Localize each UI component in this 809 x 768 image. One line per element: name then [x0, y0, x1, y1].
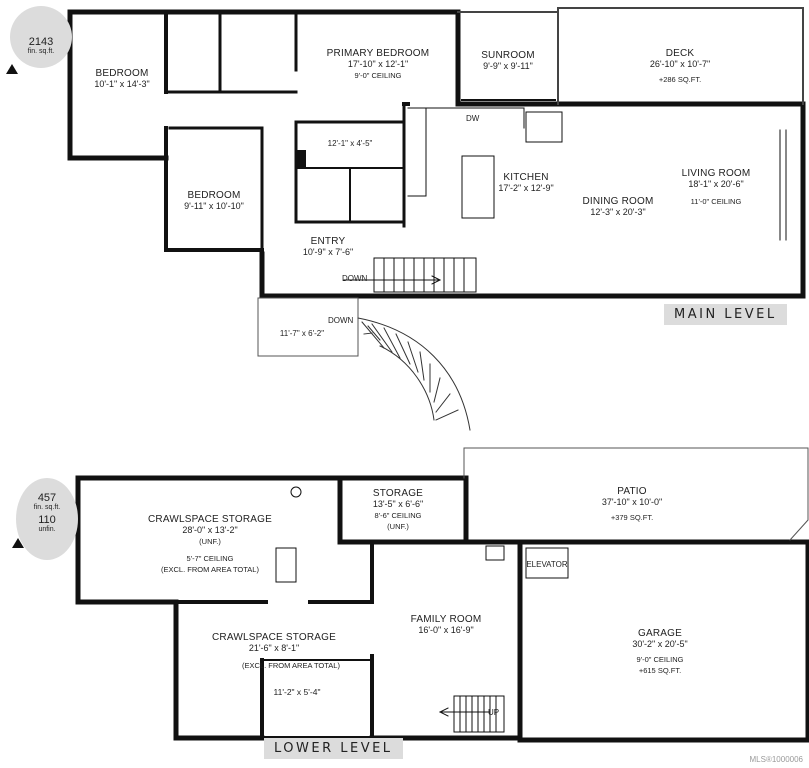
room-crawlspace-2: CRAWLSPACE STORAGE 21'-6" x 8'-1" (EXCL.… — [211, 632, 340, 697]
stair-down-label-2: DOWN — [328, 316, 354, 325]
north-arrow-icon — [6, 64, 18, 74]
room-crawlspace-1: CRAWLSPACE STORAGE 28'-0" x 13'-2" (UNF.… — [148, 514, 272, 574]
stair-up-label: UP — [488, 708, 500, 717]
room-family: FAMILY ROOM 16'-0" x 16'-9" — [410, 614, 482, 635]
room-kitchen: KITCHEN 17'-2" x 12'-9" — [498, 172, 554, 193]
room-walkin: 12'-1" x 4'-5" — [327, 139, 373, 148]
room-bedroom1: BEDROOM 10'-1" x 14'-3" — [94, 68, 150, 89]
room-patio: PATIO 37'-10" x 10'-0" +379 SQ.FT. — [601, 486, 663, 522]
room-dining: DINING ROOM 12'-3" x 20'-3" — [582, 196, 654, 217]
room-storage: STORAGE 13'-5" x 6'-6" 8'-6" CEILING (UN… — [372, 488, 424, 531]
room-living: LIVING ROOM 18'-1" x 20'-6" 11'-0" CEILI… — [681, 168, 751, 206]
lower-area-badge: 457 fin. sq.ft. 110 unfin. — [16, 478, 78, 560]
stair-down-label: DOWN — [342, 274, 368, 283]
room-landing: 11'-7" x 6'-2" — [279, 329, 325, 338]
room-elevator: ELEVATOR — [526, 560, 568, 569]
room-deck: DECK 26'-10" x 10'-7" +286 SQ.FT. — [649, 48, 711, 84]
room-sunroom: SUNROOM 9'-9" x 9'-11" — [481, 50, 535, 71]
room-entry: ENTRY 10'-9" x 7'-6" — [302, 236, 354, 257]
north-arrow-icon — [12, 538, 24, 548]
main-level-walls — [67, 9, 806, 299]
main-area-badge: 2143 fin. sq.ft. — [10, 6, 72, 68]
lower-level-label: LOWER LEVEL — [264, 738, 403, 759]
room-bedroom2: BEDROOM 9'-11" x 10'-10" — [184, 190, 244, 211]
lower-level-walls — [75, 475, 469, 605]
dishwasher-label: DW — [466, 114, 480, 123]
main-level-label: MAIN LEVEL — [664, 304, 787, 325]
room-garage: GARAGE 30'-2" x 20'-5" 9'-0" CEILING +61… — [632, 628, 688, 675]
room-primary-bedroom: PRIMARY BEDROOM 17'-10" x 12'-1" 9'-0" C… — [326, 48, 430, 80]
mls-watermark: MLS®1000006 — [749, 755, 804, 764]
